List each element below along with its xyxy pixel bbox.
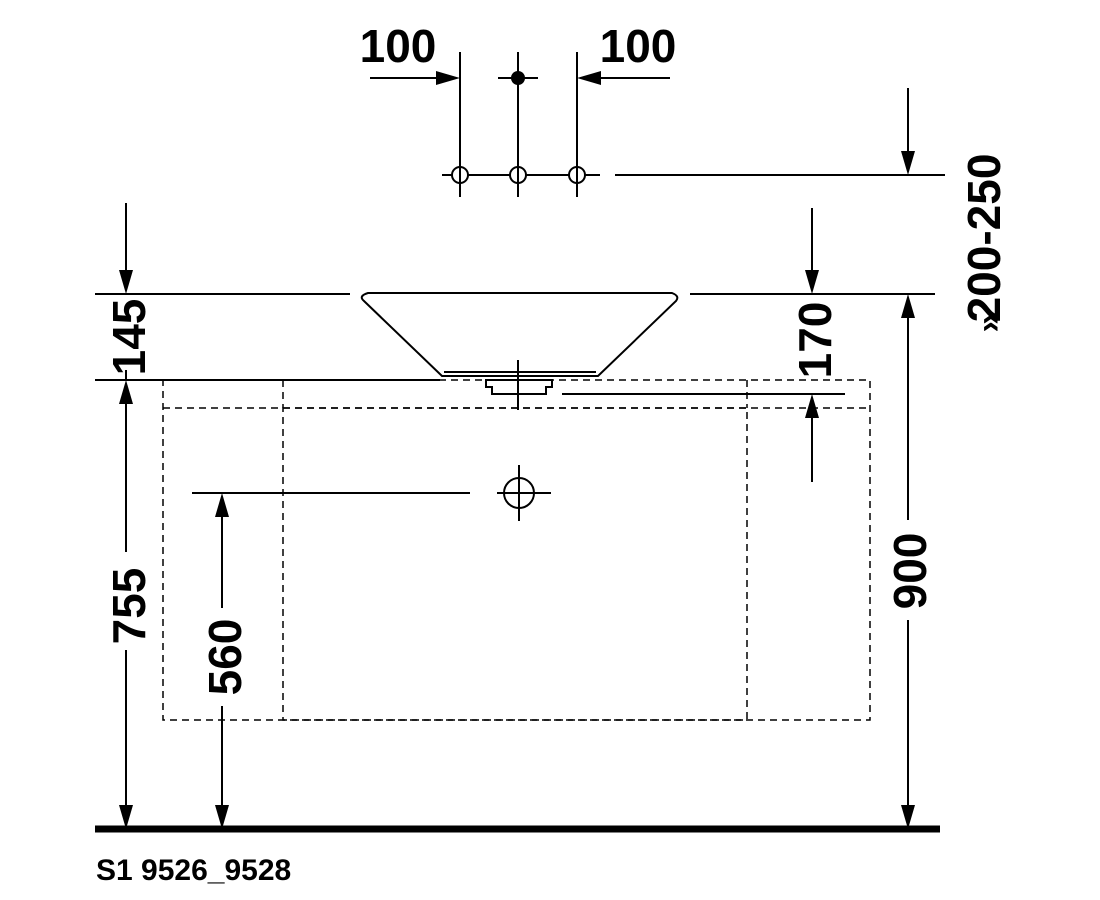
counter-height-label: 755 — [103, 568, 155, 645]
basin-height-dimension — [119, 203, 133, 380]
tap-height-prefix: » — [970, 314, 1008, 333]
basin-height-label: 145 — [103, 299, 155, 376]
drain-outlet — [192, 465, 551, 521]
total-height-dimension — [901, 294, 915, 829]
drain-height-dimension — [215, 493, 229, 829]
tap-spacing-dimensions — [370, 52, 670, 197]
tap-height-dimension — [615, 88, 945, 176]
drain-height-label: 560 — [199, 619, 251, 696]
total-height-label: 900 — [884, 533, 936, 610]
tap-spacing-right-label: 100 — [600, 20, 677, 72]
drawing-code: S1 9526_9528 — [96, 854, 291, 887]
basin — [360, 292, 679, 410]
basin-to-counter-label: 170 — [789, 302, 841, 379]
tap-spacing-left-label: 100 — [360, 20, 437, 72]
basin-to-counter-dimension — [805, 208, 819, 482]
tap-holes — [442, 165, 600, 185]
counter-height-dimension — [119, 380, 133, 829]
tap-height-label: 200-250 — [958, 154, 1010, 323]
vanity-unit-outline — [162, 379, 871, 721]
